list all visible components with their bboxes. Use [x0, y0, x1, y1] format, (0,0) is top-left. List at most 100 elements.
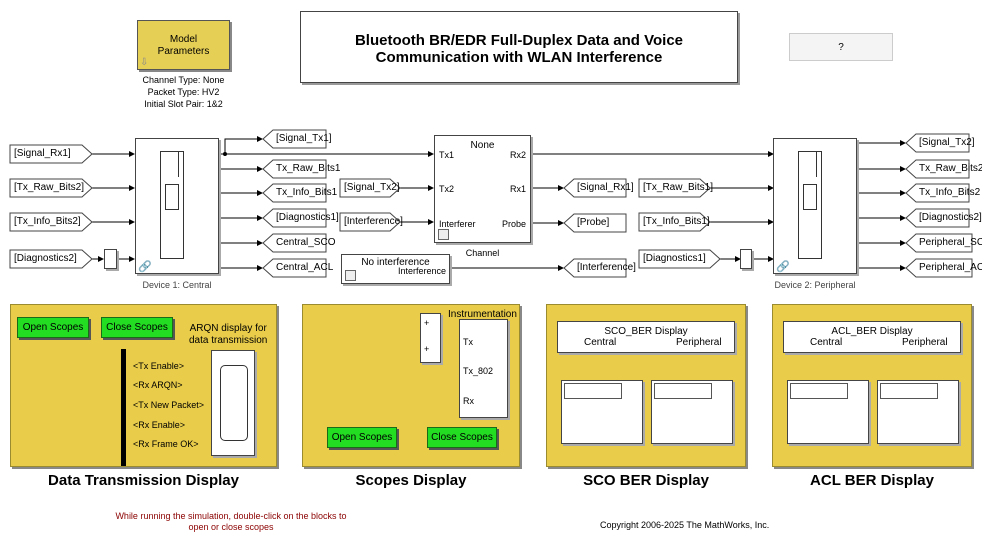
goto-central-acl[interactable]: Central_ACL: [262, 258, 333, 278]
sco-peripheral-label: Peripheral: [676, 337, 722, 348]
model-info-channel-type: Channel Type: None: [142, 75, 225, 85]
goto-probe-label: [Probe]: [577, 217, 610, 228]
goto-signal-tx1[interactable]: [Signal_Tx1]: [262, 129, 332, 149]
title-line-1: Bluetooth BR/EDR Full-Duplex Data and Vo…: [354, 32, 684, 49]
goto-tx-info-bits1[interactable]: Tx_Info_Bits1: [262, 183, 337, 203]
goto-diagnostics2[interactable]: [Diagnostics2]: [905, 208, 982, 228]
plus-icon: +: [424, 318, 430, 328]
model-title-block: Bluetooth BR/EDR Full-Duplex Data and Vo…: [300, 11, 738, 83]
instrumentation-title: Instrumentation: [448, 309, 517, 320]
goto-probe[interactable]: [Probe]: [563, 213, 627, 233]
from-diagnostics2[interactable]: [Diagnostics2]: [9, 249, 93, 269]
diagnostics-buffer-2[interactable]: [740, 249, 752, 269]
phone-icon: [798, 151, 822, 259]
data-transmission-panel[interactable]: Open Scopes Close Scopes ARQN display fo…: [10, 304, 277, 467]
acl-ber-display-block[interactable]: ACL_BER Display Central Peripheral: [783, 321, 961, 353]
device-peripheral-block[interactable]: 🔗: [773, 138, 857, 274]
arrow-down-icon: ⇩: [140, 57, 149, 68]
instr-port-rx: Rx: [463, 396, 474, 406]
goto-tx-raw-bits1[interactable]: Tx_Raw_Bits1: [262, 159, 340, 179]
sco-ber-title: SCO BER Display: [583, 472, 709, 489]
open-scopes-button[interactable]: Open Scopes: [17, 317, 89, 338]
acl-peripheral-display[interactable]: [877, 380, 959, 444]
goto-tx-raw-bits2[interactable]: Tx_Raw_Bits2: [905, 159, 982, 179]
device-central-block[interactable]: 🔗: [135, 138, 219, 274]
from-signal-tx2[interactable]: [Signal_Tx2]: [339, 178, 401, 198]
goto-signal-tx1-label: [Signal_Tx1]: [276, 133, 332, 144]
sco-central-label: Central: [584, 337, 617, 348]
instr-port-tx802: Tx_802: [463, 366, 494, 376]
goto-central-sco[interactable]: Central_SCO: [262, 233, 335, 253]
scopes-display-title: Scopes Display: [355, 472, 467, 489]
phone-icon: [160, 151, 184, 259]
model-info-packet-type: Packet Type: HV2: [147, 87, 220, 97]
channel-block[interactable]: None Tx1 Tx2 Interferer Rx2 Rx1 Probe: [434, 135, 531, 243]
open-scopes-button[interactable]: Open Scopes: [327, 427, 397, 448]
data-transmission-title: Data Transmission Display: [48, 472, 239, 489]
close-scopes-button[interactable]: Close Scopes: [427, 427, 497, 448]
goto-tx-raw-bits2-label: Tx_Raw_Bits2: [919, 163, 982, 174]
interference-block[interactable]: No interference Interference: [341, 254, 450, 284]
value-box: [654, 383, 712, 399]
scope-icon: [220, 365, 248, 441]
from-tx-info-bits1[interactable]: [Tx_Info_Bits1]: [638, 212, 711, 232]
copyright: Copyright 2006-2025 The MathWorks, Inc.: [600, 520, 770, 530]
sco-ber-panel[interactable]: SCO_BER Display Central Peripheral: [546, 304, 746, 467]
channel-port-probe: Probe: [501, 219, 526, 229]
from-tx-raw-bits2[interactable]: [Tx_Raw_Bits2]: [9, 178, 93, 198]
channel-caption: Channel: [465, 248, 500, 258]
goto-peripheral-sco[interactable]: Peripheral_SCO: [905, 233, 982, 253]
diagnostics-buffer-1[interactable]: [104, 249, 117, 269]
channel-port-tx1: Tx1: [439, 150, 455, 160]
from-signal-rx1[interactable]: [Signal_Rx1]: [9, 144, 93, 164]
interference-port: Interference: [397, 266, 446, 276]
instr-port-tx: Tx: [463, 337, 473, 347]
arqn-scope-block[interactable]: [211, 350, 255, 456]
instrumentation-block[interactable]: Tx Tx_802 Rx: [459, 319, 508, 418]
goto-tx-info-bits2[interactable]: Tx_Info_Bits2: [905, 183, 980, 203]
sco-central-display[interactable]: [561, 380, 643, 444]
sco-ber-display-block[interactable]: SCO_BER Display Central Peripheral: [557, 321, 735, 353]
goto-signal-rx1[interactable]: [Signal_Rx1]: [563, 178, 634, 198]
channel-name: None: [470, 140, 495, 151]
goto-interference[interactable]: [Interference]: [563, 258, 636, 278]
goto-peripheral-acl-label: Peripheral_ACL: [919, 262, 982, 273]
sco-ber-display-title: SCO_BER Display: [604, 326, 688, 337]
subsystem-icon: [345, 270, 356, 281]
signal-label: <Tx Enable>: [133, 361, 185, 371]
from-interference-label: [Interference]: [344, 216, 403, 227]
from-signal-tx2-label: [Signal_Tx2]: [344, 182, 400, 193]
scopes-panel[interactable]: + + Tx Tx_802 Rx Instrumentation Open Sc…: [302, 304, 520, 467]
from-signal-rx1-label: [Signal_Rx1]: [14, 148, 71, 159]
acl-ber-title: ACL BER Display: [810, 472, 934, 489]
goto-peripheral-sco-label: Peripheral_SCO: [919, 237, 982, 248]
goto-signal-tx2-label: [Signal_Tx2]: [919, 137, 975, 148]
help-button[interactable]: ?: [789, 33, 893, 61]
signal-label: <Rx Frame OK>: [133, 439, 199, 449]
model-parameters-block[interactable]: Model Parameters ⇩: [137, 20, 230, 70]
acl-central-display[interactable]: [787, 380, 869, 444]
from-diagnostics1[interactable]: [Diagnostics1]: [638, 249, 721, 269]
from-tx-info-bits1-label: [Tx_Info_Bits1]: [643, 216, 710, 227]
goto-peripheral-acl[interactable]: Peripheral_ACL: [905, 258, 982, 278]
goto-central-sco-label: Central_SCO: [276, 237, 336, 248]
model-parameters-label: Model Parameters: [157, 34, 210, 57]
goto-central-acl-label: Central_ACL: [276, 262, 334, 273]
goto-tx-info-bits2-label: Tx_Info_Bits2: [919, 187, 981, 198]
acl-peripheral-label: Peripheral: [902, 337, 948, 348]
sco-peripheral-display[interactable]: [651, 380, 733, 444]
title-line-2: Communication with WLAN Interference: [375, 49, 663, 66]
from-tx-info-bits2[interactable]: [Tx_Info_Bits2]: [9, 212, 93, 232]
from-tx-raw-bits2-label: [Tx_Raw_Bits2]: [14, 182, 85, 193]
sum-block-1[interactable]: + +: [420, 313, 441, 363]
goto-diagnostics1[interactable]: [Diagnostics1]: [262, 208, 339, 228]
goto-diagnostics2-label: [Diagnostics2]: [919, 212, 982, 223]
from-tx-raw-bits1[interactable]: [Tx_Raw_Bits1]: [638, 178, 713, 198]
acl-ber-display-title: ACL_BER Display: [831, 326, 913, 337]
signal-label: <Rx ARQN>: [133, 380, 183, 390]
from-interference[interactable]: [Interference]: [339, 212, 403, 232]
goto-signal-tx2[interactable]: [Signal_Tx2]: [905, 133, 975, 153]
close-scopes-button[interactable]: Close Scopes: [101, 317, 173, 338]
acl-ber-panel[interactable]: ACL_BER Display Central Peripheral: [772, 304, 972, 467]
value-box: [880, 383, 938, 399]
